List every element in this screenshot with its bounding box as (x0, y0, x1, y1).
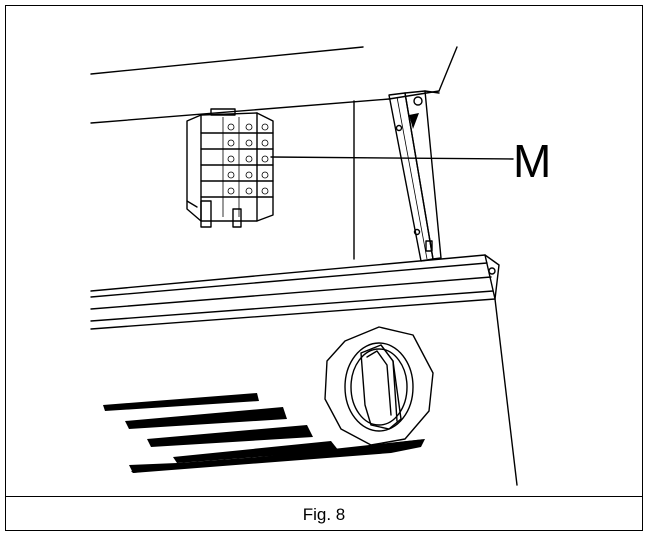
hinge-bracket (388, 90, 442, 262)
callout-label-m: M (513, 135, 551, 187)
upper-panel (90, 46, 458, 124)
terminal-block (186, 108, 274, 228)
caption-divider (6, 496, 642, 497)
figure-caption: Fig. 8 (302, 505, 346, 524)
vent-slots (103, 393, 425, 473)
callout-leader (270, 156, 514, 160)
appliance-drawing: M (90, 46, 551, 486)
control-knob (324, 326, 434, 446)
lower-rail (90, 254, 518, 486)
figure-frame: M F (5, 5, 643, 531)
